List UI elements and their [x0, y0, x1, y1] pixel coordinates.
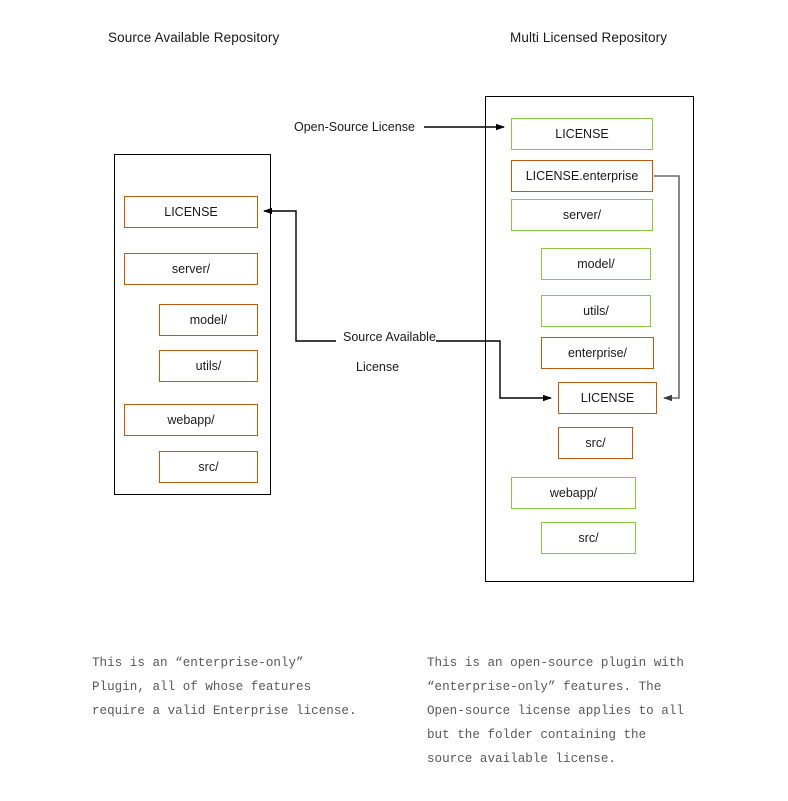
right-node-webapp[interactable]: webapp/ [511, 477, 636, 509]
left-node-server[interactable]: server/ [124, 253, 258, 285]
right-repository-caption: This is an open-source plugin with “ente… [427, 656, 684, 766]
left-node-server-label: server/ [171, 262, 211, 276]
right-node-license-enterprise[interactable]: LICENSE.enterprise [511, 160, 653, 192]
left-repository-title: Source Available Repository [108, 30, 280, 45]
left-node-model-label: model/ [189, 313, 228, 327]
right-node-enterprise-src[interactable]: src/ [558, 427, 633, 459]
right-node-model-label: model/ [577, 257, 615, 271]
arrow-license-enterprise-to-inner-license [654, 175, 680, 402]
edge-label-source-available-line2: License [356, 360, 400, 374]
left-node-model[interactable]: model/ [159, 304, 258, 336]
right-node-model[interactable]: model/ [541, 248, 651, 280]
right-node-enterprise-folder-label: enterprise/ [567, 346, 628, 360]
arrow-source-available-to-inner-license [436, 340, 552, 402]
left-repository-frame [114, 154, 271, 495]
right-node-utils[interactable]: utils/ [541, 295, 651, 327]
right-node-webapp-src-label: src/ [578, 531, 599, 545]
right-node-webapp-label: webapp/ [549, 486, 598, 500]
right-node-inner-license[interactable]: LICENSE [558, 382, 657, 414]
right-node-server[interactable]: server/ [511, 199, 653, 231]
right-node-server-label: server/ [562, 208, 602, 222]
right-node-license-opensource-label: LICENSE [555, 127, 609, 141]
left-node-utils-label: utils/ [195, 359, 222, 373]
right-node-enterprise-folder[interactable]: enterprise/ [541, 337, 654, 369]
edge-label-source-available-line1: Source Available [343, 330, 436, 344]
right-node-inner-license-label: LICENSE [580, 391, 635, 405]
left-node-webapp[interactable]: webapp/ [124, 404, 258, 436]
edge-label-open-source-license: Open-Source License [294, 120, 415, 134]
left-node-license-label: LICENSE [164, 205, 218, 219]
right-repository-frame [485, 96, 694, 582]
right-node-enterprise-src-label: src/ [585, 436, 606, 450]
left-node-license[interactable]: LICENSE [124, 196, 258, 228]
left-repository-caption: This is an “enterprise-only” Plugin, all… [92, 656, 357, 718]
arrow-source-available-to-left-license [263, 207, 336, 342]
right-repository-title: Multi Licensed Repository [510, 30, 668, 45]
left-node-src[interactable]: src/ [159, 451, 258, 483]
right-node-utils-label: utils/ [583, 304, 609, 318]
right-node-license-enterprise-label: LICENSE.enterprise [525, 169, 639, 183]
right-node-webapp-src[interactable]: src/ [541, 522, 636, 554]
left-node-src-label: src/ [198, 460, 219, 474]
left-node-webapp-label: webapp/ [167, 413, 215, 427]
left-node-utils[interactable]: utils/ [159, 350, 258, 382]
right-node-license-opensource[interactable]: LICENSE [511, 118, 653, 150]
